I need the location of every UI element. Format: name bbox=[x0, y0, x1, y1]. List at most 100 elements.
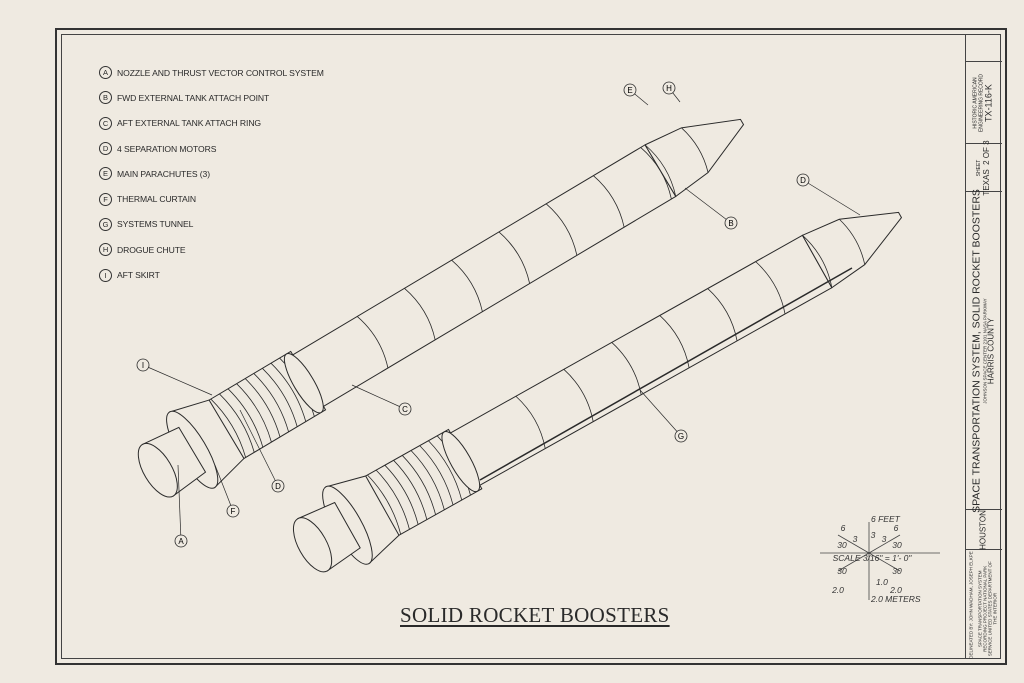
legend-letter: F bbox=[99, 192, 112, 206]
stiffener-ring bbox=[219, 393, 255, 453]
segment-joint bbox=[593, 175, 625, 228]
city-cell: HOUSTON bbox=[966, 510, 1002, 550]
callout-circle bbox=[174, 534, 188, 548]
leader-line bbox=[239, 409, 279, 487]
legend-label: 4 SEPARATION MOTORS bbox=[117, 143, 217, 154]
leader-line bbox=[802, 179, 861, 216]
callout-label: I bbox=[142, 361, 144, 370]
legend-label: AFT SKIRT bbox=[117, 270, 160, 281]
project-cell: SPACE TRANSPORTATION SYSTEM, SOLID ROCKE… bbox=[966, 188, 1002, 513]
stiffener-ring bbox=[428, 440, 463, 501]
angle-label: 30 bbox=[892, 540, 902, 550]
callout-label: B bbox=[728, 219, 733, 228]
title-block: HISTORIC AMERICAN ENGINEERING RECORD TX-… bbox=[965, 34, 1002, 659]
feet-tick: 3 bbox=[871, 530, 876, 540]
segment-joint bbox=[755, 261, 786, 315]
stiffener-ring bbox=[375, 469, 410, 530]
county: HARRIS COUNTY bbox=[986, 317, 996, 384]
angle-label: 30 bbox=[837, 566, 847, 576]
agency: SPACE TRANSPORTATION SYSTEM RECORDING PR… bbox=[977, 560, 998, 656]
stiffener-ring bbox=[244, 378, 281, 438]
scale-line bbox=[868, 552, 901, 572]
meter-tick: 2.0 bbox=[889, 585, 902, 595]
legend-letter: E bbox=[99, 167, 112, 181]
legend-label: DROGUE CHUTE bbox=[117, 244, 186, 255]
legend-label: AFT EXTERNAL TANK ATTACH RING bbox=[117, 118, 262, 129]
callout-label: H bbox=[666, 84, 672, 93]
nozzle-exit bbox=[292, 517, 333, 573]
stiffener-ring bbox=[384, 464, 419, 525]
leader-line bbox=[684, 187, 732, 224]
agency-cell: DELINEATED BY: JOHN WADHAM, JOSEPH ELKPE… bbox=[966, 550, 1002, 659]
aft-attach-ring bbox=[283, 353, 324, 414]
callout-circle bbox=[623, 83, 637, 97]
feet-tick: 6 bbox=[894, 523, 899, 533]
sheet-title: SOLID ROCKET BOOSTERS bbox=[400, 603, 670, 627]
nozzle-exit bbox=[137, 442, 178, 498]
legend-item: H DROGUE CHUTE bbox=[99, 237, 324, 262]
booster-left bbox=[137, 118, 745, 498]
legend-label: FWD EXTERNAL TANK ATTACH POINT bbox=[117, 92, 270, 103]
scale-line bbox=[837, 552, 870, 572]
callout-circle bbox=[226, 504, 240, 518]
aft-attach-ring bbox=[441, 431, 481, 493]
stiffener-ring bbox=[227, 388, 264, 448]
segment-joint bbox=[404, 287, 436, 340]
legend-letter: H bbox=[99, 243, 112, 257]
stiffener-ring bbox=[393, 460, 428, 520]
segment-joint bbox=[545, 203, 578, 256]
frustum-line bbox=[644, 127, 709, 197]
stiffener-ring bbox=[236, 383, 272, 443]
callout-label: D bbox=[275, 482, 281, 491]
segment-joint bbox=[451, 259, 483, 312]
legend-label: SYSTEMS TUNNEL bbox=[117, 219, 194, 230]
callout-circle bbox=[136, 358, 150, 372]
stiffener-ring bbox=[410, 450, 445, 510]
angle-label: 30 bbox=[892, 566, 902, 576]
inner-border bbox=[61, 34, 1001, 659]
stiffener-ring bbox=[210, 398, 247, 458]
callout-circle bbox=[674, 429, 688, 443]
callout-label: D bbox=[800, 176, 806, 185]
feet-tick: 3 bbox=[882, 534, 887, 544]
legend-item: E MAIN PARACHUTES (3) bbox=[99, 161, 324, 186]
feet-tick: 6 bbox=[841, 523, 846, 533]
title-block-blank bbox=[966, 34, 1002, 62]
legend-letter: C bbox=[99, 116, 112, 130]
outer-border bbox=[55, 28, 1007, 665]
callout-label: E bbox=[627, 86, 632, 95]
legend-item: F THERMAL CURTAIN bbox=[99, 186, 324, 211]
stiffener-ring bbox=[262, 368, 298, 427]
leader-line bbox=[639, 389, 682, 437]
stiffener-ring bbox=[270, 362, 307, 422]
legend-label: MAIN PARACHUTES (3) bbox=[117, 168, 210, 179]
angle-label: 30 bbox=[837, 540, 847, 550]
booster-right bbox=[292, 211, 903, 573]
callout-label: F bbox=[231, 507, 236, 516]
callout-circle bbox=[796, 173, 810, 187]
leader-line bbox=[214, 464, 234, 512]
legend-label: NOZZLE AND THRUST VECTOR CONTROL SYSTEM bbox=[117, 67, 324, 78]
segment-joint bbox=[498, 231, 531, 284]
legend-label: THERMAL CURTAIN bbox=[117, 194, 197, 205]
legend-item: D 4 SEPARATION MOTORS bbox=[99, 136, 324, 161]
callout-circle bbox=[398, 402, 412, 416]
systems-tunnel bbox=[479, 267, 853, 481]
leader-line bbox=[142, 364, 213, 396]
legend-letter: D bbox=[99, 142, 112, 156]
project-title: SPACE TRANSPORTATION SYSTEM, SOLID ROCKE… bbox=[970, 188, 983, 513]
segment-joint bbox=[659, 315, 690, 368]
city: HOUSTON bbox=[978, 509, 988, 550]
sheet-number: 2 OF 3 bbox=[981, 139, 991, 165]
segment-joint bbox=[707, 288, 738, 341]
scale-line bbox=[837, 534, 870, 554]
scale-line bbox=[868, 534, 901, 554]
legend-item: C AFT EXTERNAL TANK ATTACH RING bbox=[99, 111, 324, 136]
